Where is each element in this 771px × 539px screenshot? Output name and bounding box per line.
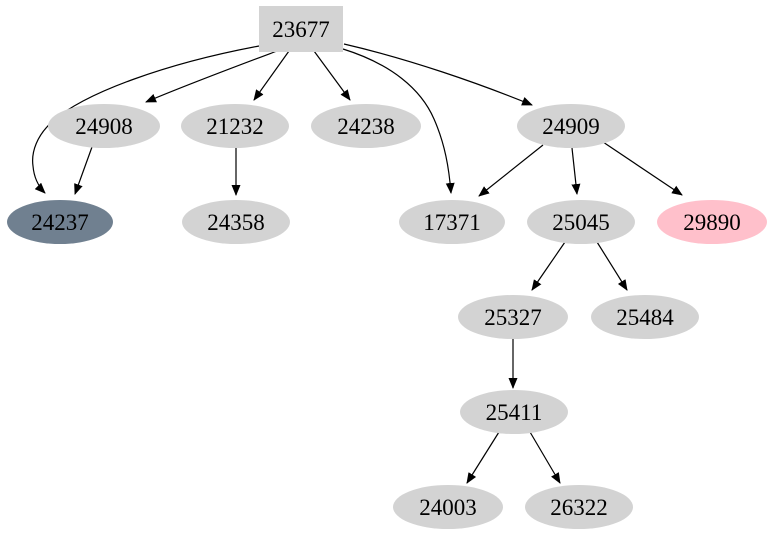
- node-label-25045: 25045: [552, 210, 610, 235]
- node-shape-ellipse: [527, 200, 635, 244]
- edge-23677-24909: [343, 43, 533, 106]
- edge-24909-25045: [571, 147, 581, 195]
- node-label-17371: 17371: [423, 210, 481, 235]
- node-shape-ellipse: [48, 104, 160, 148]
- node-label-24237: 24237: [31, 210, 89, 235]
- node-24238: 24238: [311, 104, 421, 148]
- node-26322: 26322: [525, 485, 633, 529]
- node-shape-ellipse: [460, 390, 568, 434]
- edge-23677-17371: [342, 48, 455, 194]
- node-label-24909: 24909: [542, 114, 600, 139]
- node-label-23677: 23677: [272, 17, 330, 42]
- node-24237: 24237: [7, 200, 113, 244]
- node-shape-ellipse: [517, 104, 625, 148]
- node-shape-ellipse: [657, 200, 767, 244]
- node-25484: 25484: [591, 295, 699, 339]
- node-24908: 24908: [48, 104, 160, 148]
- edge-25411-26322: [529, 431, 561, 484]
- edge-23677-24238: [313, 50, 351, 101]
- node-label-25327: 25327: [484, 305, 542, 330]
- node-shape-ellipse: [7, 200, 113, 244]
- edge-23677-24908: [145, 50, 278, 103]
- edge-24909-17371: [478, 144, 544, 197]
- edge-24908-24237: [74, 146, 93, 195]
- node-label-24238: 24238: [337, 114, 395, 139]
- node-label-24908: 24908: [75, 114, 133, 139]
- node-label-24003: 24003: [419, 495, 477, 520]
- node-25327: 25327: [458, 295, 568, 339]
- node-25045: 25045: [527, 200, 635, 244]
- node-label-25484: 25484: [616, 305, 674, 330]
- node-24358: 24358: [182, 200, 290, 244]
- node-shape-ellipse: [399, 200, 505, 244]
- node-29890: 29890: [657, 200, 767, 244]
- node-label-24358: 24358: [207, 210, 265, 235]
- node-24003: 24003: [393, 485, 503, 529]
- node-shape-ellipse: [591, 295, 699, 339]
- edge-25411-24003: [466, 431, 500, 484]
- edge-23677-21232: [253, 50, 290, 101]
- node-shape-ellipse: [182, 200, 290, 244]
- node-25411: 25411: [460, 390, 568, 434]
- node-label-26322: 26322: [550, 495, 608, 520]
- node-shape-ellipse: [458, 295, 568, 339]
- node-shape-box: [259, 6, 343, 52]
- node-24909: 24909: [517, 104, 625, 148]
- node-label-25411: 25411: [486, 400, 543, 425]
- node-shape-ellipse: [181, 104, 289, 148]
- node-shape-ellipse: [393, 485, 503, 529]
- node-label-29890: 29890: [683, 210, 741, 235]
- node-shape-ellipse: [311, 104, 421, 148]
- node-21232: 21232: [181, 104, 289, 148]
- edge-25045-25484: [596, 241, 628, 291]
- node-23677: 23677: [259, 6, 343, 52]
- edge-25045-25327: [531, 241, 566, 291]
- node-label-21232: 21232: [206, 114, 264, 139]
- node-shape-ellipse: [525, 485, 633, 529]
- edge-24909-29890: [602, 141, 683, 196]
- node-17371: 17371: [399, 200, 505, 244]
